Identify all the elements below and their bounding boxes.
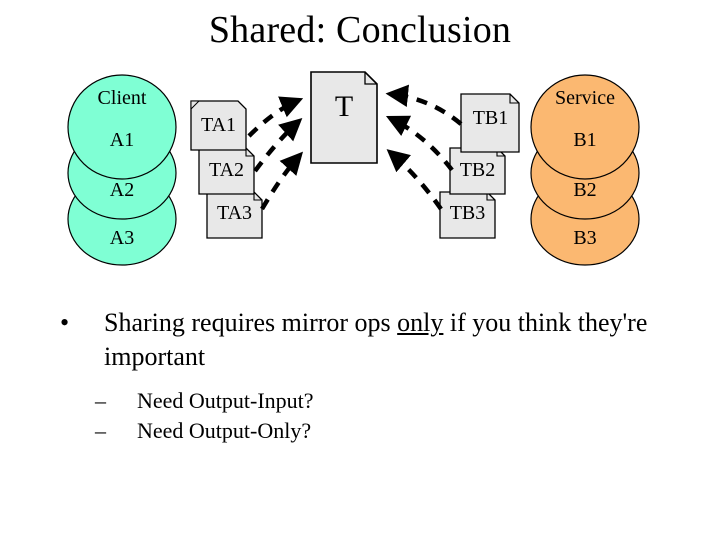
document-tb1-label: TB1 <box>472 107 509 129</box>
document-ta3-label: TA3 <box>216 202 253 224</box>
bullet-text-emphasis: only <box>397 308 444 337</box>
bullet-text-after: if you think they're important <box>104 308 648 371</box>
bullet-marker: • <box>60 308 70 337</box>
document-t-label: T <box>334 90 354 123</box>
bullet-item-primary: • Sharing requires mirror ops only if yo… <box>0 306 720 374</box>
document-tb3-label: TB3 <box>449 202 486 224</box>
arrow-tb2-to-t <box>385 115 454 172</box>
client-stack-shape <box>67 74 177 266</box>
sub-bullet-item-2: – Need Output-Only? <box>0 416 720 446</box>
service-stack-item-b2: B2 <box>573 179 597 201</box>
arrow-group-client-to-t <box>247 96 304 211</box>
document-tb2-label: TB2 <box>459 159 496 181</box>
diagram-svg <box>67 71 640 266</box>
client-stack-item-a2: A2 <box>109 179 135 201</box>
document-tb1-shape <box>460 93 520 153</box>
page-title: Shared: Conclusion <box>208 9 512 51</box>
document-ta1-shape <box>190 100 247 151</box>
service-stack-item-b3: B3 <box>573 227 597 249</box>
arrow-tb3-to-t <box>386 149 443 211</box>
arrow-ta2-to-t <box>253 117 303 173</box>
bullet-text-before: Sharing requires mirror ops <box>104 308 398 337</box>
sub-bullet-text-1: Need Output-Input? <box>137 388 314 413</box>
arrow-ta1-to-t <box>247 96 304 138</box>
sub-bullet-text-2: Need Output-Only? <box>137 418 312 443</box>
arrow-ta3-to-t <box>260 151 304 211</box>
bullet-text: Sharing requires mirror ops only if you … <box>104 308 647 371</box>
arrow-tb1-to-t <box>385 84 463 126</box>
client-stack-item-a1: A1 <box>109 129 135 151</box>
architecture-diagram: Client A1 A2 A3 Service B1 B2 B3 TA1 TA2… <box>67 71 640 266</box>
sub-bullet-item-1: – Need Output-Input? <box>0 386 720 416</box>
client-stack-title: Client <box>97 87 147 109</box>
document-ta2-label: TA2 <box>208 159 245 181</box>
body-content: • Sharing requires mirror ops only if yo… <box>0 306 720 446</box>
sub-bullet-list: – Need Output-Input? – Need Output-Only? <box>0 386 720 446</box>
document-ta1-label: TA1 <box>200 114 237 136</box>
service-stack-shape <box>530 74 640 266</box>
service-stack-item-b1: B1 <box>573 129 597 151</box>
sub-bullet-marker: – <box>95 388 106 413</box>
client-stack-item-a3: A3 <box>109 227 135 249</box>
sub-bullet-marker: – <box>95 418 106 443</box>
document-t-shape <box>310 71 378 164</box>
arrow-group-service-to-t <box>385 84 463 211</box>
service-stack-title: Service <box>555 87 615 109</box>
